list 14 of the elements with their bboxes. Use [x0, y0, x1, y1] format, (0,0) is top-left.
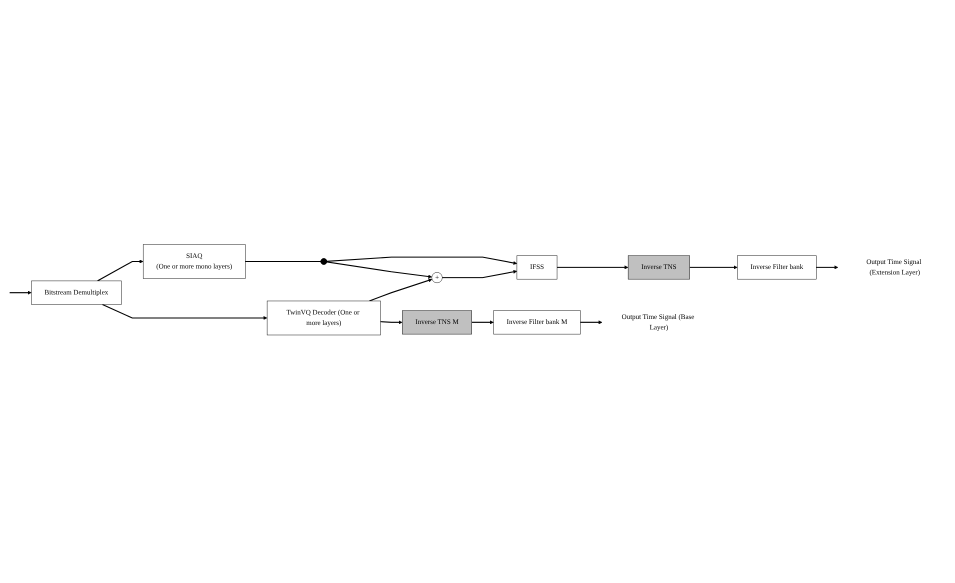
arrow — [97, 259, 144, 281]
arrow — [557, 265, 628, 269]
arrow — [472, 320, 494, 324]
connector — [245, 260, 321, 262]
arrow — [326, 256, 518, 264]
arrow — [690, 265, 738, 269]
arrow — [10, 290, 32, 294]
arrow — [380, 320, 402, 324]
arrow — [369, 278, 432, 302]
arrow — [580, 320, 602, 324]
arrow — [102, 304, 268, 320]
arrow — [442, 270, 518, 278]
arrow — [816, 265, 838, 269]
arrow — [326, 261, 432, 278]
